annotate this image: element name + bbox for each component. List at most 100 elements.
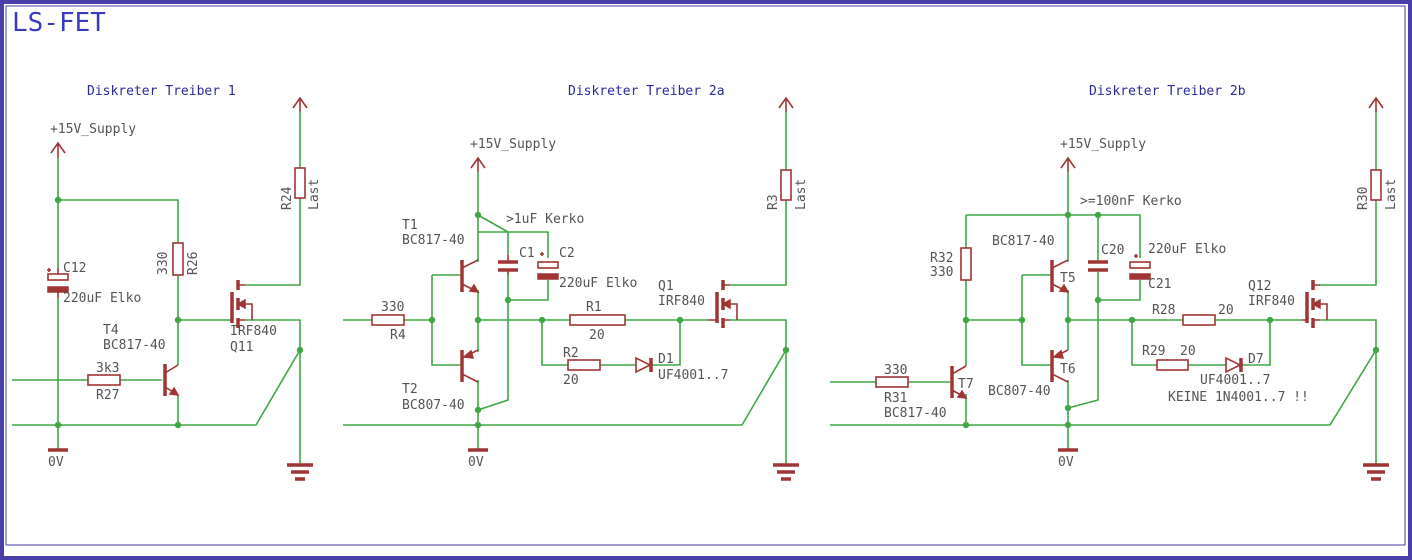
junction [1064, 404, 1072, 412]
kerko-note: >=100nF Kerko [1080, 194, 1182, 209]
r29-value: 20 [1180, 344, 1196, 359]
resistor-r26: 330 R26 [156, 242, 201, 276]
q11-name: Q11 [230, 340, 253, 355]
r2-value: 20 [563, 373, 579, 388]
load-arrow-icon [778, 96, 794, 112]
transistor-t2: T2 BC807-40 [402, 349, 479, 413]
junction [538, 316, 546, 324]
junction [1094, 296, 1102, 304]
mosfet-q1: Q1 IRF840 [658, 279, 738, 328]
junction [54, 421, 62, 429]
ground-icon [1363, 463, 1389, 481]
junction [54, 196, 62, 204]
t5-name: T5 [1060, 271, 1076, 286]
ground-label: 0V [48, 455, 64, 470]
junction [504, 296, 512, 304]
resistor-r27: 3k3 R27 [87, 361, 121, 403]
t2-value: BC807-40 [402, 398, 465, 413]
load-arrow-icon [292, 96, 308, 112]
resistor-r32: R32 330 [930, 247, 972, 281]
r3-value: Last [794, 179, 809, 210]
diode-warning-note: KEINE 1N4001..7 !! [1168, 390, 1309, 405]
ground-label: 0V [1058, 455, 1074, 470]
q12-value: IRF840 [1248, 294, 1295, 309]
r27-name: R27 [96, 388, 119, 403]
r31-value: 330 [884, 363, 907, 378]
resistor-r30: R30 Last [1356, 96, 1399, 210]
resistor-r28: R28 20 [1152, 303, 1234, 326]
r27-value: 3k3 [96, 361, 119, 376]
t4-value: BC817-40 [103, 338, 166, 353]
r31-name: R31 [884, 391, 907, 406]
panel-diskreter-treiber-2a: Diskreter Treiber 2a +15V_Supply >1uF Ke… [343, 84, 809, 481]
supply-arrow-icon [1060, 156, 1076, 172]
junction [962, 316, 970, 324]
junction [1372, 346, 1380, 354]
transistor-t5: BC817-40 T5 [992, 234, 1076, 293]
inner-frame [5, 5, 1406, 546]
junction [174, 421, 182, 429]
c1-name: C1 [519, 246, 535, 261]
t6-value: BC807-40 [988, 384, 1051, 399]
r3-name: R3 [766, 194, 781, 210]
junction [962, 421, 970, 429]
r28-name: R28 [1152, 303, 1175, 318]
c2-value: 220uF Elko [559, 276, 637, 291]
supply-arrow-icon [470, 156, 486, 172]
q1-name: Q1 [658, 279, 674, 294]
t4-name: T4 [103, 323, 119, 338]
junction [1094, 211, 1102, 219]
junction [782, 346, 790, 354]
r26-value: 330 [156, 252, 171, 275]
capacitor-c20: C20 [1088, 243, 1124, 272]
r1-value: 20 [589, 328, 605, 343]
r24-name: R24 [280, 186, 295, 210]
c21-name: C21 [1148, 277, 1171, 292]
t7-value: BC817-40 [884, 406, 947, 421]
junction [474, 316, 482, 324]
mosfet-q12: Q12 IRF840 [1248, 279, 1328, 328]
transistor-t1: T1 BC817-40 [402, 218, 480, 293]
d7-value: UF4001..7 [1200, 373, 1270, 388]
t2-name: T2 [402, 382, 418, 397]
d1-name: D1 [658, 352, 674, 367]
junction [1064, 316, 1072, 324]
resistor-r4: 330 R4 [371, 300, 406, 343]
junction [428, 316, 436, 324]
resistor-r3: R3 Last [766, 96, 809, 210]
r24-value: Last [307, 179, 322, 210]
resistor-r24: R24 Last [280, 96, 322, 210]
c12-value: 220uF Elko [63, 291, 141, 306]
supply-label: +15V_Supply [50, 122, 136, 137]
supply-arrow-icon [50, 141, 66, 158]
panel-title: Diskreter Treiber 2b [1089, 84, 1246, 99]
ground-symbol-0v: 0V [1058, 448, 1078, 470]
capacitor-c1: C1 [498, 246, 535, 275]
panel-diskreter-treiber-1: Diskreter Treiber 1 +15V_Supply C12 220u… [12, 84, 322, 481]
resistor-r29: R29 20 [1142, 344, 1196, 371]
panel-title: Diskreter Treiber 2a [568, 84, 725, 99]
r4-name: R4 [390, 328, 406, 343]
t5-value: BC817-40 [992, 234, 1055, 249]
r32-name: R32 [930, 251, 953, 266]
capacitor-c2: C2 220uF Elko [537, 246, 637, 291]
resistor-r31: 330 R31 [875, 363, 909, 406]
junction [474, 211, 482, 219]
r4-value: 330 [381, 300, 404, 315]
junction [676, 316, 684, 324]
mosfet-q11: IRF840 Q11 [230, 280, 277, 355]
capacitor-c12: C12 220uF Elko [47, 261, 141, 306]
q12-name: Q12 [1248, 279, 1271, 294]
r26-name: R26 [186, 252, 201, 275]
c20-name: C20 [1101, 243, 1124, 258]
junction [174, 316, 182, 324]
wires [12, 112, 301, 465]
panel-title: Diskreter Treiber 1 [87, 84, 236, 99]
ground-symbol-0v: 0V [468, 448, 488, 470]
t1-value: BC817-40 [402, 233, 465, 248]
ground-symbol-0v: 0V [48, 448, 68, 470]
c12-name: C12 [63, 261, 86, 276]
resistor-r1: R1 20 [569, 300, 626, 343]
t7-name: T7 [958, 377, 974, 392]
page-heading: LS-FET [12, 8, 106, 38]
